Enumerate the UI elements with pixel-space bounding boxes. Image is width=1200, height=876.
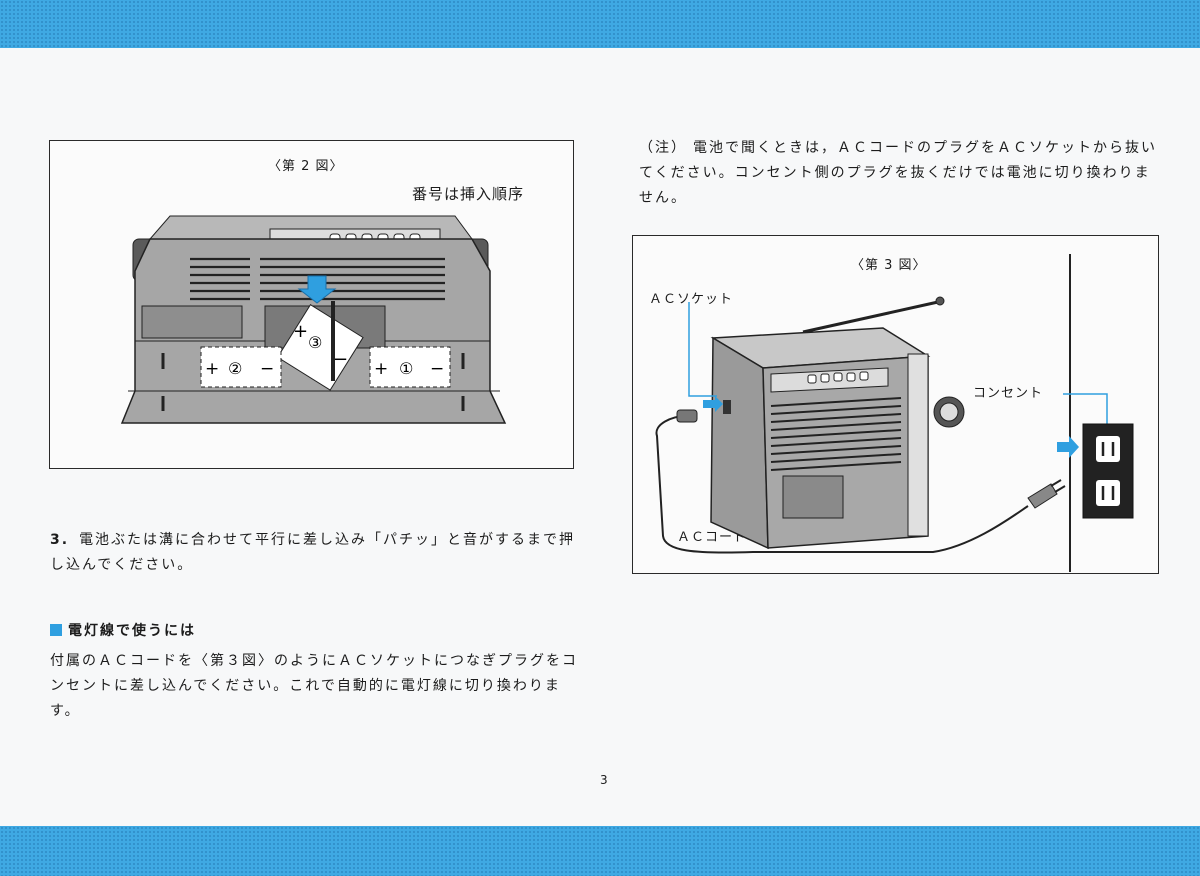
outlet-arrow (1057, 436, 1079, 458)
ac-connection-illustration (655, 254, 1134, 572)
ac-socket (723, 400, 731, 414)
step-3-number: 3. (50, 532, 70, 548)
insertion-order-note: 番号は挿入順序 (412, 185, 525, 203)
battery-1 (369, 346, 451, 388)
bottom-color-band (0, 826, 1200, 876)
socket-arrow (703, 396, 723, 412)
note: （注）電池で聞くときは，ＡＣコードのプラグをＡＣソケットから抜いてください。コン… (639, 136, 1164, 211)
ac-socket-label: ＡＣソケット (649, 292, 734, 307)
section-heading-text: 電灯線で使うには (68, 623, 196, 639)
figure-3: 〈第 3 図〉 ＡＣソケット コンセント ＡＣコード (632, 235, 1159, 574)
ac-cord-label: ＡＣコード (677, 530, 748, 545)
step-3-text: 電池ぶたは溝に合わせて平行に差し込み「パチッ」と音がするまで押し込んでください。 (50, 532, 576, 573)
battery-1-plus: + (374, 359, 388, 379)
figure-3-caption: 〈第 3 図〉 (851, 258, 927, 273)
section-body: 付属のＡＣコードを〈第３図〉のようにＡＣソケットにつなぎプラグをコンセントに差し… (50, 653, 578, 719)
note-text: 電池で聞くときは，ＡＣコードのプラグをＡＣソケットから抜いてください。コンセント… (639, 140, 1157, 206)
battery-3-order: ③ (308, 333, 322, 352)
battery-3-minus: − (333, 349, 348, 370)
battery-1-order: ① (399, 359, 413, 378)
battery-2 (200, 346, 282, 388)
section-heading: 電灯線で使うには (50, 620, 196, 640)
page-number: 3 (600, 773, 608, 787)
battery-3 (276, 303, 364, 391)
battery-1-minus: − (430, 359, 444, 379)
battery-3-plus: + (293, 321, 308, 342)
step-3: 3.電池ぶたは溝に合わせて平行に差し込み「パチッ」と音がするまで押し込んでくださ… (50, 528, 580, 578)
outlet-label: コンセント (973, 386, 1044, 401)
insert-arrow (297, 275, 337, 304)
battery-2-plus: + (205, 359, 219, 379)
figure-2: 〈第 2 図〉 番号は挿入順序 (49, 140, 574, 469)
battery-2-minus: − (260, 359, 274, 379)
radio-bottom-illustration: + ③ − + ② − + ① − (120, 215, 507, 424)
battery-2-order: ② (228, 359, 242, 378)
note-label: （注） (639, 140, 687, 156)
figure-2-caption: 〈第 2 図〉 (268, 159, 344, 174)
top-color-band (0, 0, 1200, 48)
heading-marker-icon (50, 624, 62, 636)
